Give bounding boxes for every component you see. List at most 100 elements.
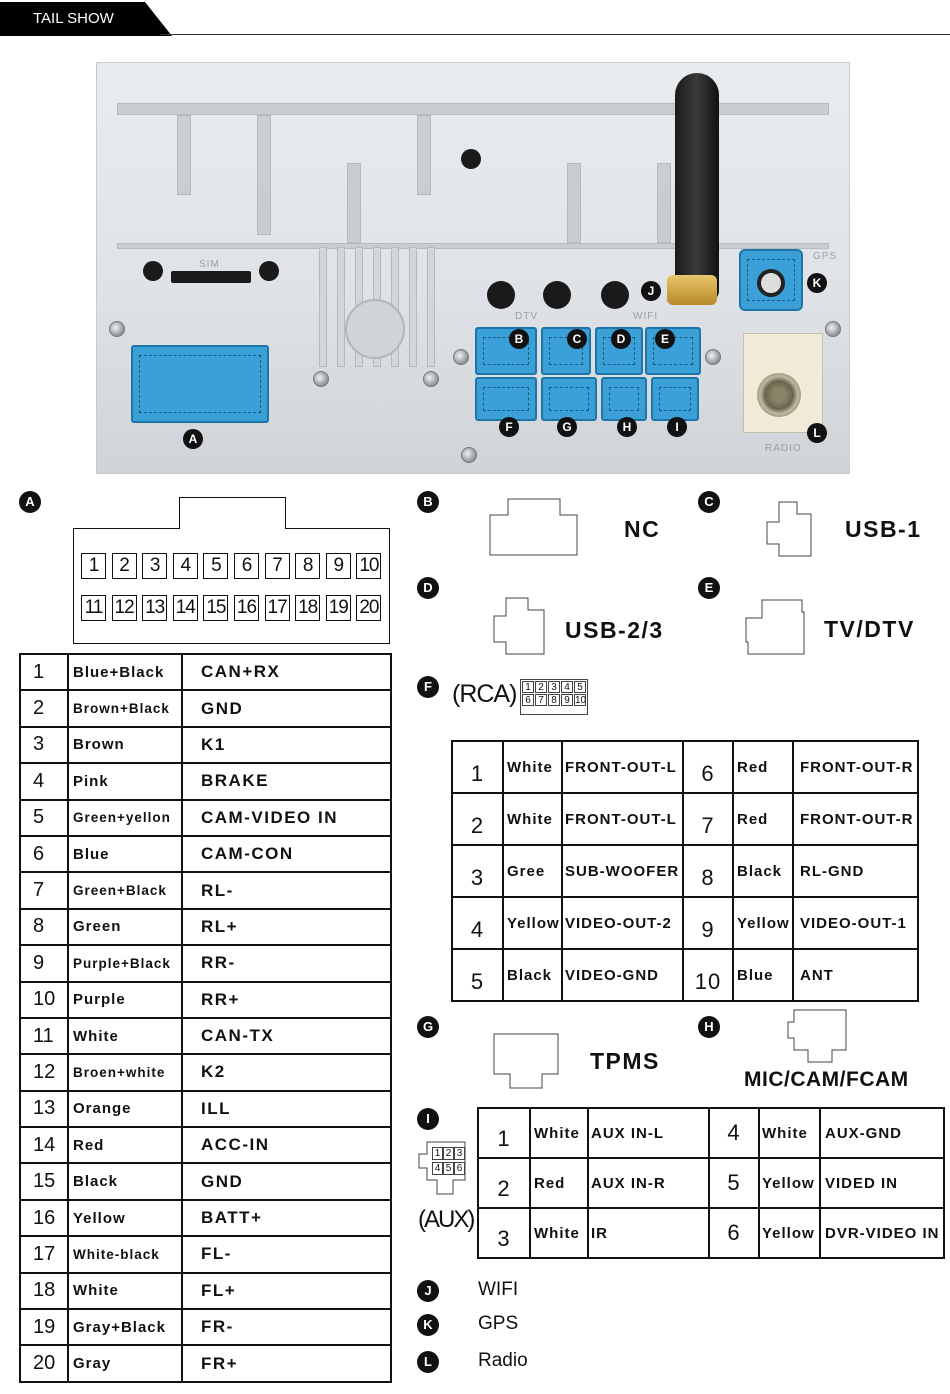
pin-number: 12 bbox=[19, 1053, 69, 1092]
pin-number: 4 bbox=[451, 896, 504, 950]
wire-color: Yellow bbox=[758, 1207, 821, 1259]
wire-color: Yellow bbox=[732, 896, 794, 950]
head-unit-rear-photo: SIM DTV WIFI GPS RADIO A B C D E F G H I… bbox=[96, 62, 850, 474]
pin-number: 4 bbox=[19, 762, 69, 801]
pin-number: 15 bbox=[19, 1162, 69, 1201]
wire-color: Blue+Black bbox=[67, 652, 183, 692]
pin-function: FRONT-OUT-R bbox=[792, 792, 919, 846]
wire-color: Red bbox=[529, 1157, 589, 1209]
wire-color: White bbox=[529, 1107, 589, 1159]
connector-c-label: USB-1 bbox=[845, 516, 922, 542]
aux-mini-pin: 6 bbox=[454, 1162, 465, 1175]
pin-function: BRAKE bbox=[181, 762, 392, 801]
connector-a-pin: 16 bbox=[234, 595, 259, 621]
photo-marker-l: L bbox=[807, 423, 827, 443]
rca-mini-pin: 5 bbox=[574, 681, 586, 693]
connector-h-label: MIC/CAM/FCAM bbox=[744, 1068, 909, 1091]
pin-function: ACC-IN bbox=[181, 1126, 392, 1165]
dtv-silk: DTV bbox=[515, 311, 538, 322]
connector-g-plug bbox=[541, 377, 597, 421]
pin-number: 8 bbox=[682, 844, 734, 898]
pin-function: RL+ bbox=[181, 907, 392, 947]
wire-color: Black bbox=[502, 948, 563, 1002]
connector-g-outline bbox=[493, 1033, 559, 1089]
connector-a-pin: 10 bbox=[356, 553, 382, 579]
connector-a-pin: 5 bbox=[203, 553, 229, 579]
pin-function: RR+ bbox=[181, 980, 392, 1019]
pin-function: AUX IN-L bbox=[587, 1107, 710, 1159]
section-h-marker: H bbox=[698, 1016, 720, 1038]
photo-marker-j: J bbox=[641, 281, 661, 301]
legend-j-label: WIFI bbox=[478, 1279, 519, 1300]
pin-number: 2 bbox=[19, 689, 69, 728]
connector-a-key bbox=[179, 497, 286, 529]
pin-function: SUB-WOOFER bbox=[561, 844, 684, 898]
pin-function: FR+ bbox=[181, 1344, 392, 1383]
pin-number: 9 bbox=[682, 896, 734, 950]
pin-number: 4 bbox=[708, 1107, 760, 1159]
pin-function: AUX IN-R bbox=[587, 1157, 710, 1209]
pin-number: 19 bbox=[19, 1308, 69, 1347]
photo-marker-k: K bbox=[807, 273, 827, 293]
pin-number: 18 bbox=[19, 1271, 69, 1311]
pin-number: 1 bbox=[19, 652, 69, 692]
legend-l-label: Radio bbox=[478, 1350, 528, 1371]
pin-function: RL- bbox=[181, 871, 392, 910]
rca-mini-pin: 4 bbox=[561, 681, 573, 693]
rca-mini-pin: 2 bbox=[535, 681, 547, 693]
radio-silk: RADIO bbox=[765, 443, 802, 454]
pin-number: 17 bbox=[19, 1235, 69, 1274]
wire-color: White-black bbox=[67, 1235, 183, 1274]
wire-color: Broen+white bbox=[67, 1053, 183, 1092]
pin-number: 11 bbox=[19, 1016, 69, 1056]
wire-color: Purple+Black bbox=[67, 944, 183, 983]
connector-h-plug bbox=[601, 377, 647, 421]
wifi-antenna bbox=[675, 73, 719, 301]
connector-f-plug bbox=[475, 377, 537, 421]
photo-marker-g: G bbox=[557, 417, 577, 437]
wire-color: Brown+Black bbox=[67, 689, 183, 728]
pin-function: GND bbox=[181, 1162, 392, 1201]
section-g-marker: G bbox=[417, 1016, 439, 1038]
section-b-marker: B bbox=[417, 491, 439, 513]
pin-function: VIDED IN bbox=[819, 1157, 945, 1209]
wire-color: Green bbox=[67, 907, 183, 947]
rca-mini-pin: 9 bbox=[561, 694, 573, 706]
connector-a-pin: 11 bbox=[81, 595, 106, 621]
wire-color: White bbox=[529, 1207, 589, 1259]
wire-color: Green+Black bbox=[67, 871, 183, 910]
radio-jack bbox=[757, 373, 801, 417]
connector-a-pin: 9 bbox=[325, 553, 351, 579]
pin-number: 1 bbox=[477, 1107, 531, 1159]
wifi-silk: WIFI bbox=[633, 311, 659, 322]
pin-function: ILL bbox=[181, 1089, 392, 1129]
pin-number: 9 bbox=[19, 944, 69, 983]
wifi-sma-connector bbox=[667, 275, 717, 305]
pin-function: IR bbox=[587, 1207, 710, 1259]
pin-function: GND bbox=[181, 689, 392, 728]
photo-marker-h: H bbox=[617, 417, 637, 437]
rca-mini-pin: 3 bbox=[548, 681, 560, 693]
wire-color: White bbox=[502, 792, 563, 846]
wire-color: Gree bbox=[502, 844, 563, 898]
rca-mini-pin: 7 bbox=[535, 694, 547, 706]
pin-function: BATT+ bbox=[181, 1198, 392, 1238]
wire-color: White bbox=[502, 740, 563, 794]
legend-k-label: GPS bbox=[478, 1313, 519, 1334]
pin-function: CAM-VIDEO IN bbox=[181, 798, 392, 837]
pin-number: 1 bbox=[451, 740, 504, 794]
